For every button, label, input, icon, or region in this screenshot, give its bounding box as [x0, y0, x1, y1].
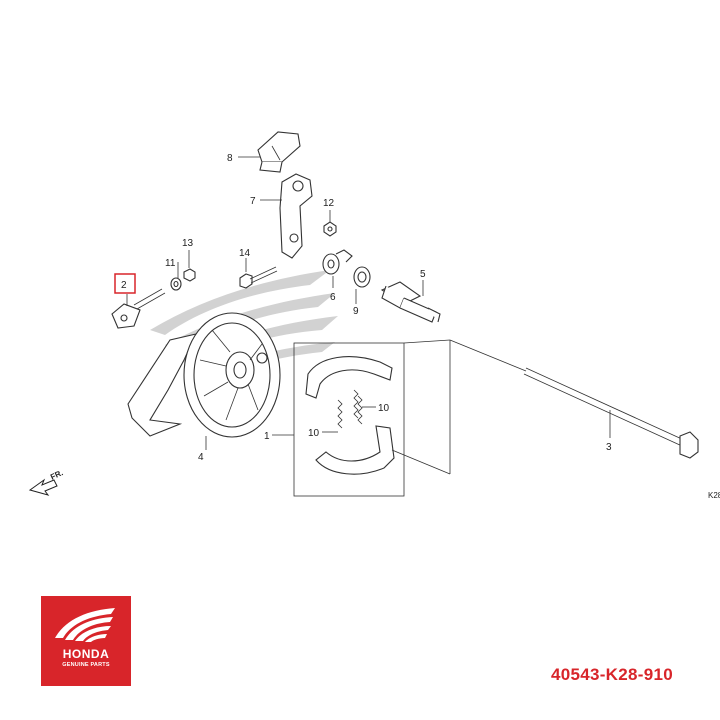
- honda-wordmark: HONDA: [62, 647, 110, 661]
- part-14-bolt: [239, 266, 278, 289]
- part-4-brake-panel: [127, 312, 281, 438]
- label-1: 1: [264, 431, 270, 442]
- label-11: 11: [165, 258, 176, 269]
- part-11-washer: [170, 277, 182, 291]
- part-9-seal: [353, 266, 371, 288]
- part-12-nut: [323, 221, 337, 237]
- label-13: 13: [182, 238, 194, 249]
- leader-lines: [126, 156, 611, 475]
- label-5: 5: [420, 269, 426, 280]
- part-7-brake-arm: [279, 173, 313, 259]
- label-7: 7: [250, 196, 256, 207]
- front-arrow-icon: FR.: [28, 468, 65, 496]
- label-6: 6: [330, 292, 336, 303]
- label-9: 9: [353, 306, 359, 317]
- part-3-axle: [523, 367, 699, 459]
- label-10-b: 10: [308, 428, 320, 439]
- svg-text:FR.: FR.: [49, 468, 64, 482]
- label-3: 3: [606, 442, 612, 453]
- label-4: 4: [198, 452, 204, 463]
- reference-code: K28: [708, 491, 720, 500]
- part-1-brake-shoes: [305, 356, 395, 475]
- part-number: 40543-K28-910: [550, 665, 673, 684]
- label-8: 8: [227, 153, 233, 164]
- honda-logo: HONDA GENUINE PARTS: [41, 596, 131, 686]
- part-10-springs: [337, 389, 363, 429]
- label-14: 14: [239, 248, 251, 259]
- part-13-nut: [183, 268, 196, 282]
- part-2-stud: [111, 288, 166, 329]
- label-12: 12: [323, 198, 335, 209]
- highlight-box: [114, 273, 136, 294]
- label-2: 2: [121, 280, 127, 291]
- part-6-washer: [322, 249, 353, 275]
- part-8-cap: [257, 131, 301, 173]
- part-5-brake-cam: [380, 281, 441, 323]
- label-10-a: 10: [378, 403, 390, 414]
- genuine-parts-text: GENUINE PARTS: [62, 662, 110, 668]
- brake-shoe-box: [293, 342, 405, 497]
- wing-icon: [55, 608, 115, 642]
